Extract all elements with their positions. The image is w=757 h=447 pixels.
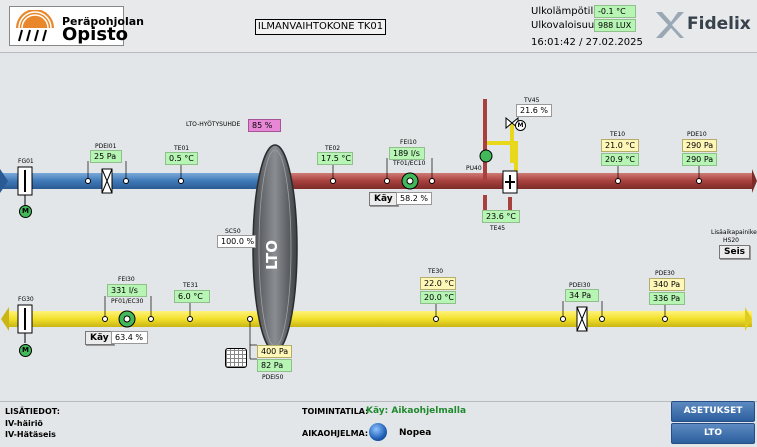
te45-value[interactable]: 23.6 °C — [482, 210, 520, 223]
process-diagram — [0, 99, 757, 360]
fg01-tag: FG01 — [18, 158, 34, 165]
supply-fan-speed: 58.2 % — [396, 192, 432, 205]
pdei01-tag: PDEI01 — [95, 143, 117, 150]
globe-icon[interactable] — [369, 423, 387, 441]
te02-tag: TE02 — [325, 145, 341, 152]
iv-fault-label[interactable]: IV-häiriö — [5, 419, 43, 428]
lto-wheel-label: LTO — [263, 239, 281, 271]
motor-tv45-icon: M — [515, 120, 526, 131]
pde30-value[interactable]: 336 Pa — [649, 292, 685, 305]
te45-tag: TE45 — [490, 225, 506, 232]
operating-mode-value: Käy: Aikaohjelmalla — [366, 406, 467, 416]
exhaust-fan-status-button[interactable]: Käy — [85, 331, 114, 345]
iv-emergency-stop-label[interactable]: IV-Hätäseis — [5, 430, 56, 439]
pde10-setpoint[interactable]: 290 Pa — [682, 139, 717, 152]
fidelix-logo-icon — [656, 12, 684, 38]
sunrise-logo-icon — [16, 10, 54, 42]
te02-value[interactable]: 17.5 °C — [317, 152, 353, 165]
lto-efficiency-label: LTO-HYÖTYSUHDE — [186, 121, 241, 128]
brand-name: Fidelix — [687, 14, 751, 34]
logo-text-line2: Opisto — [62, 24, 129, 45]
pump-pu40[interactable] — [479, 149, 493, 163]
pdei50-tag: PDEI50 — [262, 374, 284, 381]
exhaust-arrow-icon — [1, 307, 9, 331]
pdei30-value[interactable]: 34 Pa — [565, 289, 599, 302]
outdoor-light-value: 988 LUX — [594, 19, 636, 32]
pde30-setpoint[interactable]: 340 Pa — [649, 278, 685, 291]
extra-time-label: Lisäaikapainike — [711, 229, 757, 236]
fei10-value[interactable]: 189 l/s — [389, 147, 425, 160]
exhaust-duct — [8, 311, 752, 327]
te01-tag: TE01 — [174, 145, 190, 152]
tv45-tag: TV45 — [524, 97, 540, 104]
schedule-label: AIKAOHJELMA: — [302, 429, 369, 438]
supply-arrow-icon — [752, 169, 757, 193]
fei10-tag: FEI10 — [400, 139, 417, 146]
sc50-value: 100.0 % — [217, 235, 256, 248]
pdei50-setpoint[interactable]: 400 Pa — [257, 345, 292, 358]
pdei50-filter-icon — [225, 348, 247, 368]
pu40-tag: PU40 — [466, 165, 482, 172]
te10-tag: TE10 — [610, 131, 626, 138]
additional-info-label: LISÄTIEDOT: — [5, 407, 60, 416]
outdoor-temp-label: Ulkolämpötila: — [531, 6, 603, 17]
supply-fan-status-button[interactable]: Käy — [369, 192, 398, 206]
pdei50-value[interactable]: 82 Pa — [257, 359, 292, 372]
fei30-tag: FEI30 — [118, 276, 135, 283]
te31-tag: TE31 — [183, 282, 199, 289]
te31-value[interactable]: 6.0 °C — [174, 290, 210, 303]
te10-setpoint[interactable]: 21.0 °C — [601, 139, 639, 152]
sc50-tag: SC50 — [225, 228, 241, 235]
logo-text-line1: Peräpohjolan — [62, 15, 144, 28]
lto-button[interactable]: LTO — [671, 423, 755, 444]
pf01-tag: PF01/EC30 — [111, 298, 144, 305]
te30-value[interactable]: 20.0 °C — [420, 291, 456, 304]
outdoor-light-label: Ulkovaloisuus: — [531, 20, 603, 31]
motor-fg30-icon: M — [19, 344, 32, 357]
tf01-tag: TF01/EC10 — [393, 160, 426, 167]
pde30-tag: PDE30 — [655, 270, 675, 277]
pde10-value[interactable]: 290 Pa — [682, 153, 717, 166]
page-title: ILMANVAIHTOKONE TK01 — [255, 19, 386, 35]
motor-fg01-icon: M — [19, 205, 32, 218]
hs20-tag: HS20 — [723, 237, 739, 244]
outdoor-temp-value: -0.1 °C — [594, 5, 636, 18]
exhaust-fan-speed: 63.4 % — [111, 331, 148, 344]
supply-duct-cold — [0, 173, 275, 189]
tv45-value: 21.6 % — [516, 104, 552, 117]
pdei01-value[interactable]: 25 Pa — [90, 150, 122, 163]
fei30-value[interactable]: 331 l/s — [107, 284, 147, 297]
te30-tag: TE30 — [428, 268, 444, 275]
pdei30-tag: PDEI30 — [569, 282, 591, 289]
te30-setpoint[interactable]: 22.0 °C — [420, 277, 456, 290]
organization-logo: Peräpohjolan Opisto — [9, 6, 144, 46]
operating-mode-label: TOIMINTATILA: — [302, 407, 369, 416]
settings-button[interactable]: ASETUKSET — [671, 401, 755, 422]
stop-button[interactable]: Seis — [719, 245, 751, 259]
fg30-tag: FG30 — [18, 296, 34, 303]
te10-value[interactable]: 20.9 °C — [601, 153, 639, 166]
lto-efficiency-value: 85 % — [248, 119, 281, 132]
te01-value[interactable]: 0.5 °C — [165, 152, 198, 165]
schedule-value: Nopea — [399, 428, 432, 438]
pde10-tag: PDE10 — [687, 131, 707, 138]
datetime: 16:01:42 / 27.02.2025 — [531, 37, 643, 48]
